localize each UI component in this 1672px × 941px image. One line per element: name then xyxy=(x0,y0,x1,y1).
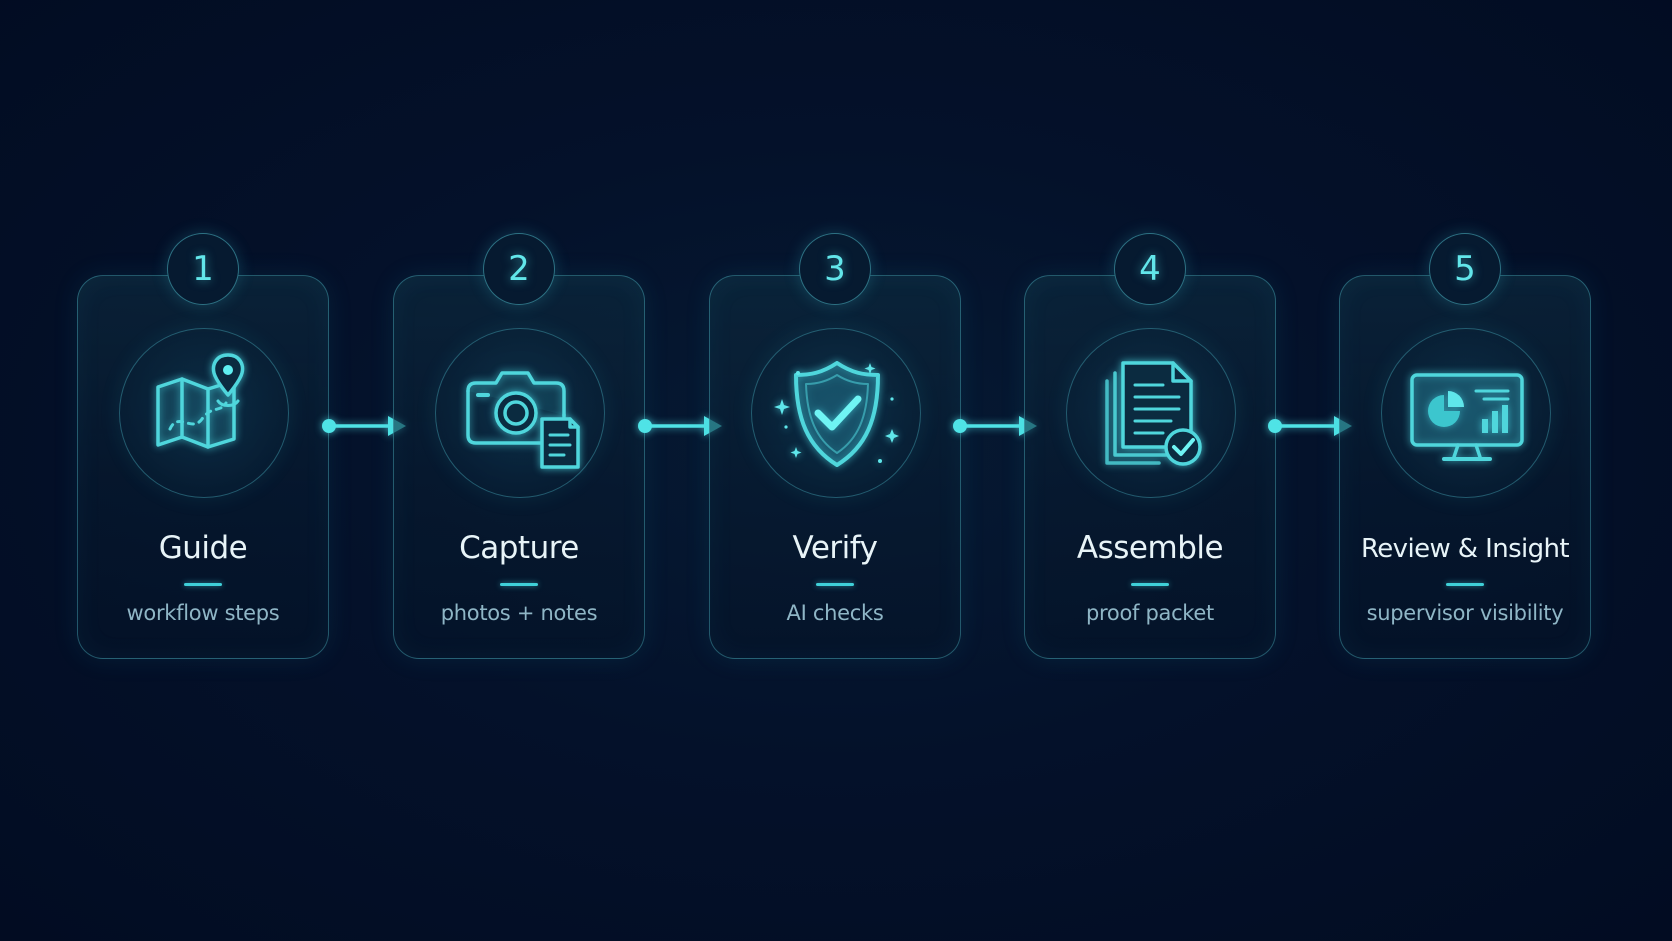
camera-document-icon xyxy=(435,328,605,498)
step-subtitle: workflow steps xyxy=(126,601,280,625)
flow-arrow-1 xyxy=(322,412,406,440)
step-subtitle: photos + notes xyxy=(440,601,598,625)
step-number-badge: 3 xyxy=(799,233,871,305)
step-title: Capture xyxy=(459,530,579,566)
monitor-chart-icon xyxy=(1381,328,1551,498)
step-title: Guide xyxy=(158,530,248,566)
documents-check-icon xyxy=(1066,328,1236,498)
step-card-capture: 2 Capture photos + notes xyxy=(393,233,645,659)
step-card-review-insight: 5 Review & Insight superviso xyxy=(1339,233,1591,659)
title-divider xyxy=(500,583,538,586)
step-number-badge: 1 xyxy=(167,233,239,305)
title-divider xyxy=(184,583,222,586)
step-number-badge: 5 xyxy=(1429,233,1501,305)
title-divider xyxy=(1131,583,1169,586)
flow-arrow-4 xyxy=(1268,412,1352,440)
title-divider xyxy=(1446,583,1484,586)
step-title: Assemble xyxy=(1076,530,1224,566)
step-card-assemble: 4 Assemble proof packet xyxy=(1024,233,1276,659)
step-title: Verify xyxy=(792,530,878,566)
step-subtitle: AI checks xyxy=(786,601,884,625)
step-number-badge: 2 xyxy=(483,233,555,305)
title-divider xyxy=(816,583,854,586)
step-subtitle: proof packet xyxy=(1086,601,1214,625)
step-card-guide: 1 Guide workflow steps xyxy=(77,233,329,659)
step-card-verify: 3 Verify xyxy=(709,233,961,659)
shield-check-icon xyxy=(751,328,921,498)
map-pin-icon xyxy=(119,328,289,498)
step-number-badge: 4 xyxy=(1114,233,1186,305)
step-title: Review & Insight xyxy=(1360,534,1570,564)
step-subtitle: supervisor visibility xyxy=(1366,601,1564,625)
